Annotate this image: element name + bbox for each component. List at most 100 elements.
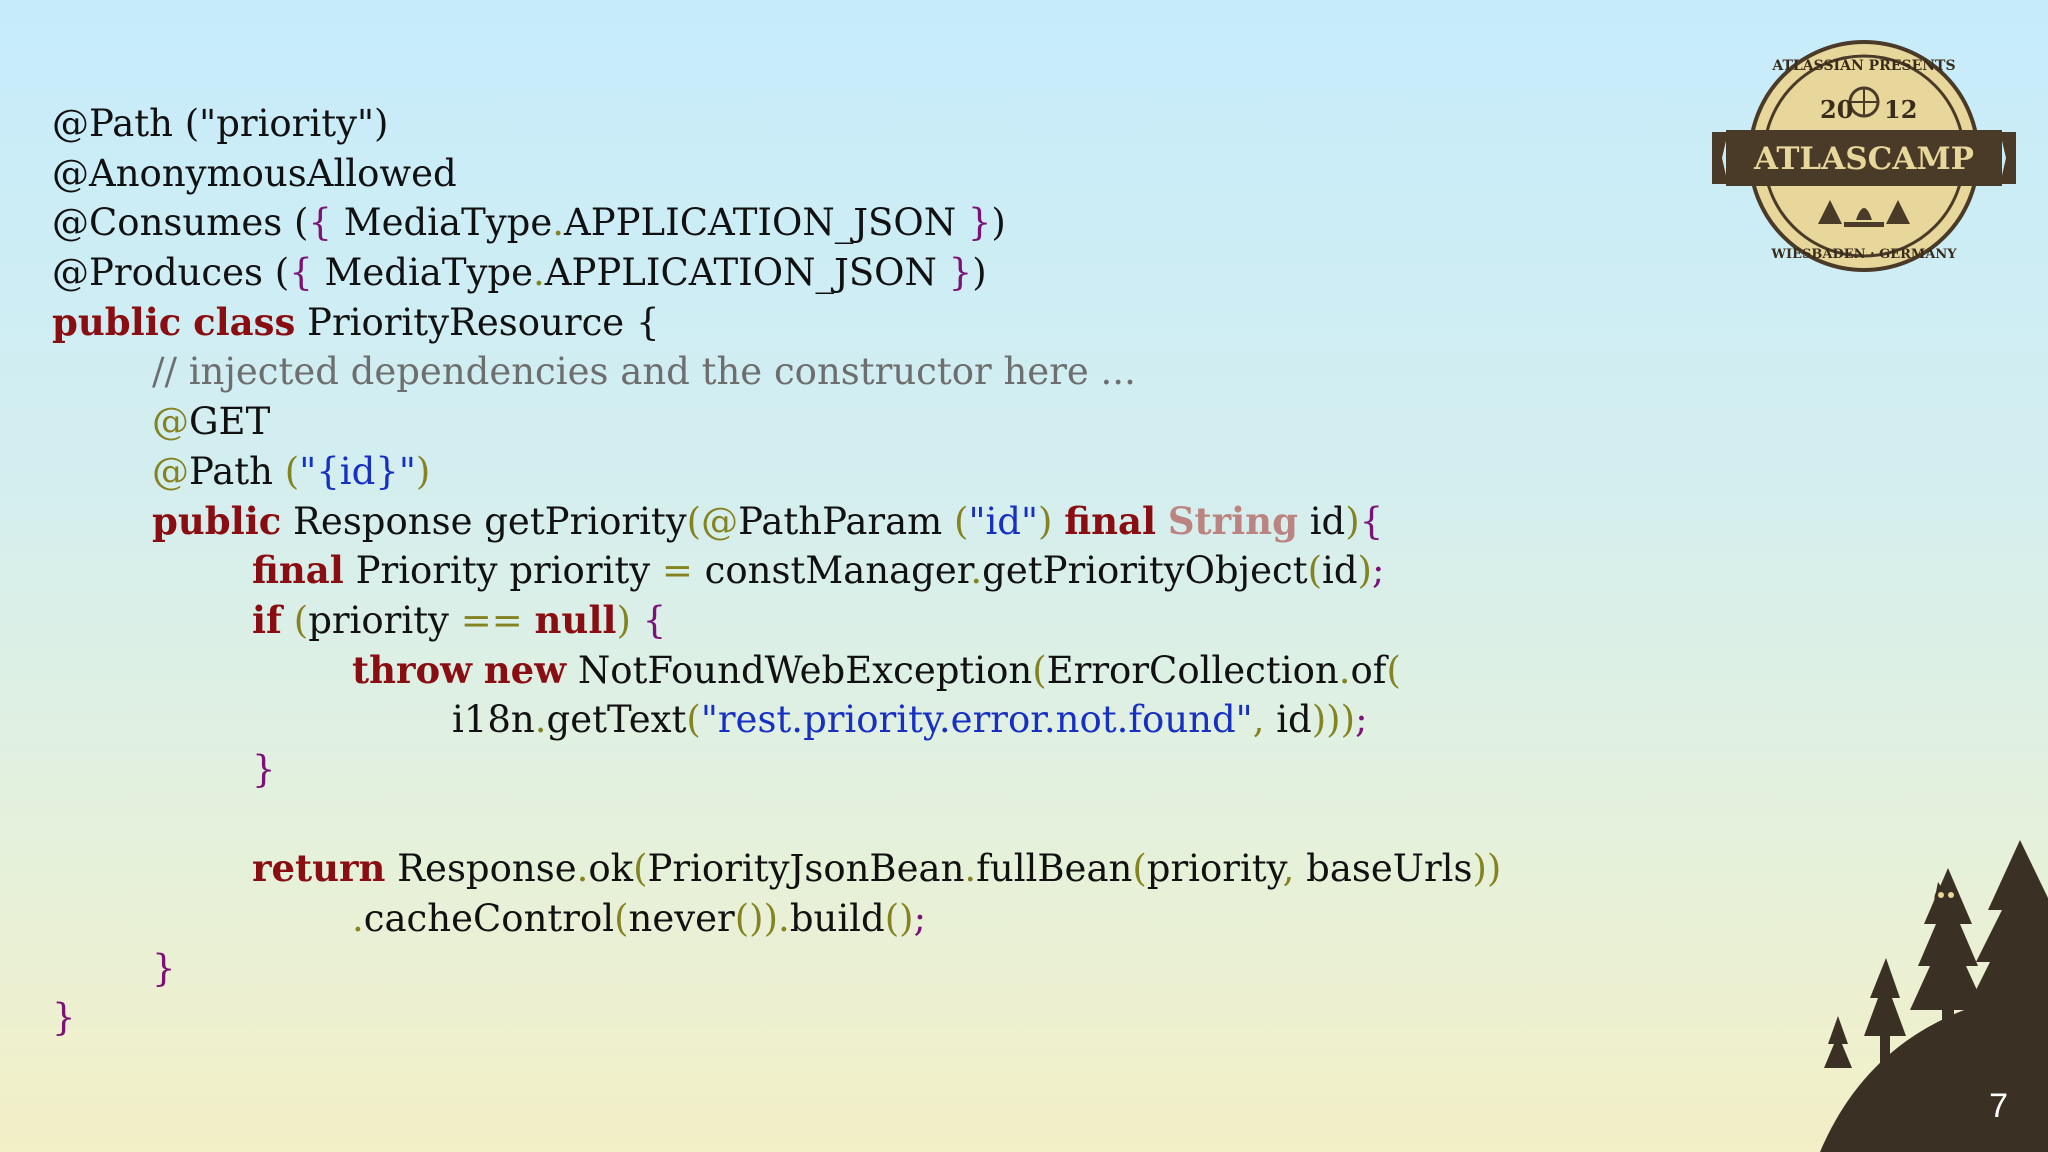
code-token: constManager [692,549,971,593]
code-token: ok [588,847,634,891]
forest-trees-with-owl [1820,840,2048,1152]
code-token: @ [152,400,189,444]
code-line: i18n.getText("rest.priority.error.not.fo… [52,695,1501,745]
code-line: // injected dependencies and the constru… [52,347,1501,397]
code-token: { [1359,499,1384,543]
code-token: getPriorityObject [982,549,1308,593]
code-line: @GET [52,397,1501,447]
code-line [52,795,1501,845]
code-line: public class PriorityResource { [52,298,1501,348]
code-token: { [642,598,667,642]
code-token: . [352,897,364,940]
code-token: build [789,897,885,940]
code-token [1156,500,1168,543]
code-token: ( [686,698,701,742]
code-block: @Path ("priority")@AnonymousAllowed@Cons… [52,99,1501,1043]
code-token: MediaType [331,201,553,245]
code-token: ) [1345,499,1360,543]
code-line: } [52,993,1501,1043]
code-token: . [970,549,983,593]
code-token: ( [284,449,300,493]
code-token: = [661,549,693,593]
code-token: @ [152,449,189,493]
code-line: } [52,944,1501,994]
code-token: ) [972,251,987,295]
code-token: new [483,647,567,692]
code-token: ( [633,847,648,891]
code-token: . [778,897,790,940]
code-token: ( [954,499,969,543]
code-token: id [1297,499,1346,543]
code-token: public [52,299,182,344]
code-line: @Produces ({ MediaType.APPLICATION_JSON … [52,248,1501,298]
code-token: public [152,498,282,543]
code-token: PriorityResource { [295,300,660,344]
code-token: . [534,698,547,742]
code-token: ( [1032,648,1047,692]
code-token: ) [1357,549,1372,593]
code-token: "id" [968,499,1038,543]
code-line: @Path ("priority") [52,99,1501,149]
code-token: , [1282,847,1307,891]
code-line: final Priority priority = constManager.g… [52,546,1501,596]
code-token: () [884,897,914,940]
code-token: ) [415,449,431,493]
code-token: getText [546,698,687,742]
code-token: ( [1307,549,1323,593]
code-token: Path [189,449,285,493]
code-token: MediaType [312,251,534,295]
code-token: i18n [452,698,535,742]
code-token [282,599,294,642]
code-token: ( [1386,648,1401,692]
code-token: APPLICATION_JSON [564,201,968,245]
code-line: } [52,745,1501,795]
badge-year-right: 12 [1884,95,1917,124]
code-token [523,599,535,642]
code-token: priority [308,598,461,642]
code-token: ( [1132,847,1147,891]
code-token: String [1167,498,1298,543]
code-line: public Response getPriority(@PathParam (… [52,497,1501,547]
code-token: // injected dependencies and the constru… [152,350,1136,394]
code-token: NotFoundWebException [566,648,1033,692]
code-token: } [152,946,176,990]
code-token: if [252,597,282,642]
badge-arc-top: ATLASSIAN PRESENTS [1771,58,1955,74]
code-token [181,301,193,344]
code-token: Response getPriority [281,499,687,543]
code-token: ( [293,598,309,642]
code-token: (@ [686,499,739,543]
code-token: ()) [734,897,779,940]
code-token: "{id}" [299,449,416,493]
code-token: class [193,299,296,344]
page-number: 7 [1989,1087,2008,1125]
code-token: . [552,201,565,245]
code-token: ErrorCollection [1046,648,1339,692]
code-token: cacheControl [363,897,615,940]
code-token: of [1350,648,1387,692]
code-token: ; [913,897,927,940]
code-line: @AnonymousAllowed [52,149,1501,199]
code-token: ; [1371,549,1385,593]
code-token: "rest.priority.error.not.found" [700,698,1253,742]
badge-arc-bottom: WIESBADEN · GERMANY [1770,247,1957,262]
code-token: )) [1472,847,1502,891]
code-token: throw [352,647,473,692]
code-token: baseUrls [1306,847,1473,891]
code-token: @AnonymousAllowed [52,151,457,195]
code-token: ( [614,897,629,940]
code-token: { [289,251,313,295]
atlascamp-badge-logo: 20 12 ATLASSIAN PRESENTS ATLASCAMP WIESB… [1712,40,2016,272]
code-token [472,649,484,692]
code-line: .cacheControl(never()).build(); [52,894,1501,944]
badge-year-left: 20 [1820,95,1853,124]
code-token: ) [616,598,643,642]
code-token: , [1252,698,1277,742]
code-token: Response [385,847,577,891]
code-token: @Produces ( [52,251,290,295]
code-token: fullBean [976,847,1133,891]
code-token: return [252,846,386,891]
code-token: null [534,597,617,642]
code-token: PathParam [738,499,954,543]
